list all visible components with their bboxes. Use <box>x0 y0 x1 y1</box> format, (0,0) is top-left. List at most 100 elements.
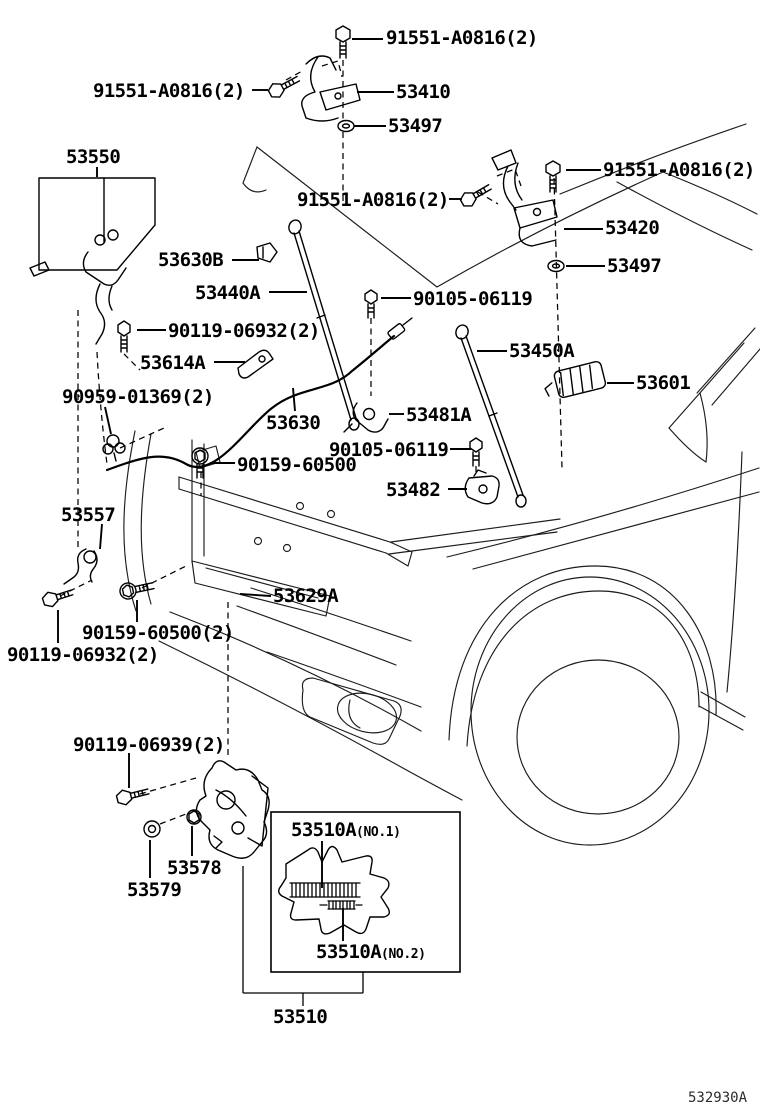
part-label-53630b: 53630B <box>158 249 224 271</box>
screw-90159-top <box>191 447 209 479</box>
part-label-91551-a0816-right: 91551-A0816(2) <box>603 161 755 180</box>
part-label-53550: 53550 <box>66 146 121 168</box>
part-number-text: 90119-06932(2) <box>168 320 320 342</box>
hood-stay-53450a <box>455 324 527 508</box>
part-label-53440a: 53440A <box>195 282 261 304</box>
part-number-text: 53481A <box>406 404 472 426</box>
leader-lines <box>57 38 634 941</box>
part-label-53510a-no1: 53510A(NO.1) <box>291 821 401 842</box>
part-label-53630: 53630 <box>266 412 321 434</box>
bolt-90105-top <box>364 289 378 319</box>
bolt-91551-left <box>267 75 301 98</box>
hood-lock-53510-assembly <box>195 760 270 859</box>
part-number-text: 53410 <box>396 81 451 103</box>
part-label-53510: 53510 <box>273 1006 328 1028</box>
inset-box-border <box>270 811 461 973</box>
part-number-text: 53630B <box>158 249 224 271</box>
part-number-text: 90105-06119 <box>329 439 449 461</box>
part-number-text: 53614A <box>140 352 206 374</box>
part-label-53601: 53601 <box>636 372 691 394</box>
screw-90159-bot <box>119 581 155 600</box>
part-number-text: 91551-A0816(2) <box>603 159 755 181</box>
part-label-90105-06119-top: 90105-06119 <box>413 288 533 310</box>
part-number-text: 90959-01369(2) <box>62 386 214 408</box>
part-label-90119-06932-bot: 90119-06932(2) <box>7 646 159 665</box>
clip-53614a <box>237 349 274 379</box>
part-label-53497-mid: 53497 <box>607 255 662 277</box>
part-label-90105-06119-bot: 90105-06119 <box>329 439 449 461</box>
nut-53578 <box>186 809 202 825</box>
part-label-53578: 53578 <box>167 859 222 878</box>
part-number-text: 53579 <box>127 879 182 901</box>
part-number-text: 90119-06932(2) <box>7 644 159 666</box>
washer-53497-top <box>337 119 355 133</box>
radiator-support <box>178 439 413 617</box>
part-label-drawing-code: 532930A <box>688 1091 747 1105</box>
part-number-text: 53629A <box>273 585 339 607</box>
bolt-91551-right <box>545 160 561 193</box>
part-number-text: 90159-60500 <box>237 454 357 476</box>
part-number-text: 53510A <box>316 941 382 963</box>
part-number-text: 90105-06119 <box>413 288 533 310</box>
part-number-text: 53510A <box>291 819 357 841</box>
part-label-91551-a0816-top: 91551-A0816(2) <box>386 29 538 48</box>
part-number-text: 53420 <box>605 217 660 239</box>
hood-insulator-53510a <box>278 845 391 935</box>
part-number-text: 53497 <box>388 115 443 137</box>
part-label-90159-60500: 90159-60500 <box>237 454 357 476</box>
part-label-53481a: 53481A <box>406 404 472 426</box>
part-number-text: 53550 <box>66 146 121 168</box>
hood-hinge-53410 <box>301 55 361 122</box>
part-label-53557: 53557 <box>61 504 116 526</box>
part-number-text: 53510 <box>273 1006 328 1028</box>
clip-53630b <box>256 242 278 263</box>
part-number-text: 91551-A0816(2) <box>297 189 449 211</box>
part-label-91551-a0816-left: 91551-A0816(2) <box>93 82 245 101</box>
part-label-suffix: (NO.1) <box>356 825 401 840</box>
hood-hinge-53420 <box>491 149 558 247</box>
grommet-90959 <box>102 434 126 462</box>
part-label-53510a-no2: 53510A(NO.2) <box>316 943 426 964</box>
part-label-53482: 53482 <box>386 479 441 501</box>
bolt-91551-mid <box>459 184 492 207</box>
part-label-90119-06932-top: 90119-06932(2) <box>168 322 320 341</box>
part-number-text: 532930A <box>688 1090 748 1106</box>
hood-release-cable <box>105 317 413 472</box>
part-number-text: 53630 <box>266 412 321 434</box>
part-number-text: 90119-06939(2) <box>73 734 225 756</box>
stay-holder-53601 <box>544 360 607 399</box>
part-label-90119-06939: 90119-06939(2) <box>73 736 225 755</box>
bolt-90119-06939 <box>115 788 150 806</box>
bolt-90119-06932-top <box>117 320 131 353</box>
dashed-guides <box>59 60 563 825</box>
part-number-text: 53450A <box>509 340 575 362</box>
bolt-90105-bot <box>469 437 483 467</box>
part-label-53497-top: 53497 <box>388 115 443 137</box>
part-number-text: 91551-A0816(2) <box>386 27 538 49</box>
part-number-text: 53482 <box>386 479 441 501</box>
part-label-53629a: 53629A <box>273 585 339 607</box>
part-number-text: 53497 <box>607 255 662 277</box>
part-label-53420: 53420 <box>605 217 660 239</box>
part-label-90959-01369: 90959-01369(2) <box>62 388 214 407</box>
bolt-91551-top <box>335 25 351 59</box>
car-body-outline <box>123 123 760 846</box>
part-label-53450a: 53450A <box>509 340 575 362</box>
bracket-53481a <box>343 402 389 433</box>
bolt-90119-06932-bot <box>41 589 74 608</box>
part-number-text: 53557 <box>61 504 116 526</box>
clip-53579 <box>143 820 161 838</box>
part-label-suffix: (NO.2) <box>381 947 426 962</box>
hook-53557 <box>63 548 98 585</box>
part-label-53614a: 53614A <box>140 352 206 374</box>
part-label-90159-60500-2: 90159-60500(2) <box>82 624 234 643</box>
lock-53550-group <box>29 177 156 345</box>
part-label-91551-a0816-mid: 91551-A0816(2) <box>297 191 449 210</box>
part-number-text: 53440A <box>195 282 261 304</box>
part-number-text: 53601 <box>636 372 691 394</box>
clamp-53482 <box>464 469 500 505</box>
part-number-text: 91551-A0816(2) <box>93 80 245 102</box>
part-number-text: 90159-60500(2) <box>82 622 234 644</box>
